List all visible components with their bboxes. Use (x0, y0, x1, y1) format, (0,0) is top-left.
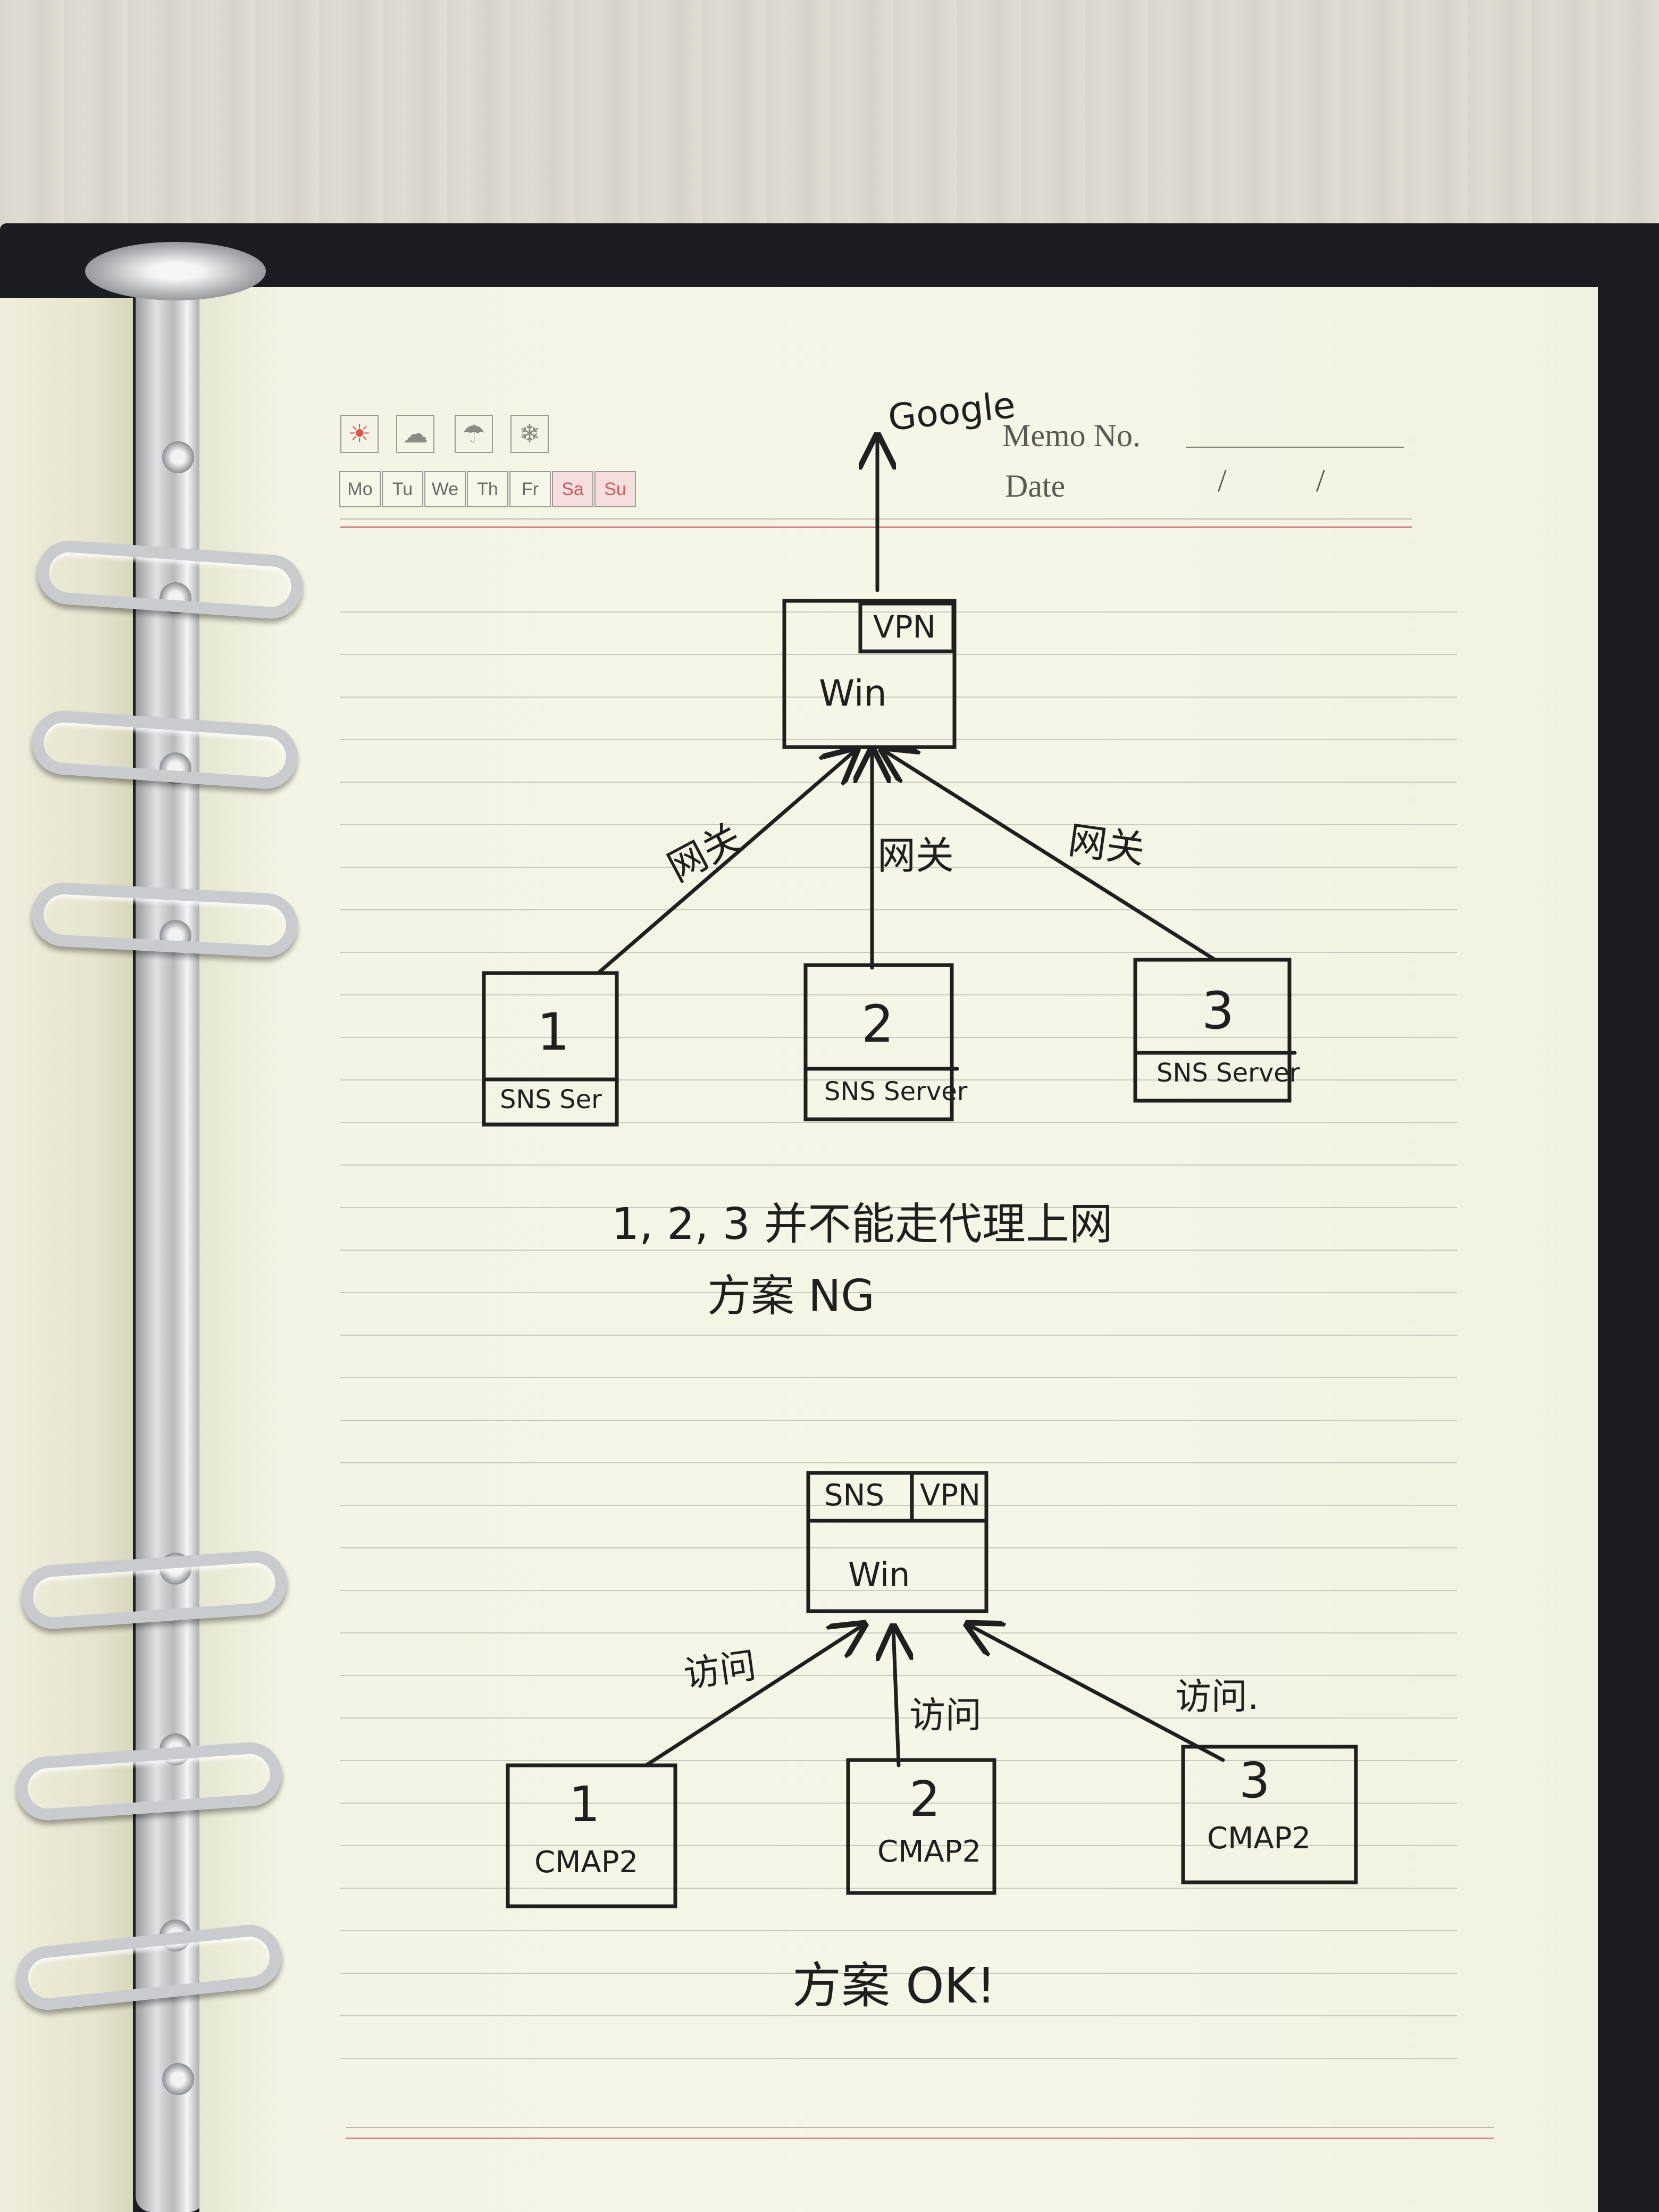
win-host-label-bottom: Win (848, 1555, 910, 1594)
node-3-label: SNS Server (1157, 1058, 1300, 1088)
cmap-box-2 (846, 1758, 996, 1895)
date-label: Date (1005, 468, 1066, 504)
day-of-week-row: Mo Tu We Th Fr Sa Su (339, 471, 637, 507)
sns-tag-label: SNS (824, 1478, 884, 1513)
win-host-label-top: Win (819, 673, 887, 715)
rain-icon: ☂ (455, 415, 493, 453)
node-2-label: SNS Server (824, 1077, 968, 1107)
node-1-number: 1 (537, 1002, 570, 1062)
cmap-box-1 (506, 1763, 677, 1908)
node-box-2 (803, 963, 954, 1121)
node-box-3 (1133, 958, 1292, 1103)
note-line-1: 1, 2, 3 并不能走代理上网 (611, 1199, 1113, 1250)
access-edge-3 (968, 1624, 1225, 1762)
left-page-edge (0, 298, 133, 2212)
memo-label: Memo No. (1002, 418, 1141, 453)
access-edge-1 (644, 1624, 864, 1767)
cmap-box-3 (1181, 1745, 1358, 1884)
access-edge-2 (893, 1627, 899, 1767)
day-fr: Fr (509, 471, 551, 507)
top-ring-post (85, 242, 266, 300)
day-tu: Tu (382, 471, 423, 507)
cmap-3-number: 3 (1239, 1752, 1270, 1809)
footer-red-rule-2 (346, 2127, 1494, 2128)
gateway-label-2: 网关 (877, 833, 954, 878)
vpn-tag-label-bottom: VPN (920, 1478, 981, 1513)
footer-red-rule (346, 2138, 1494, 2139)
cmap-2-label: CMAP2 (877, 1834, 982, 1869)
cloud-icon: ☁ (396, 415, 434, 453)
note-line-2-ng: 方案 NG (707, 1271, 875, 1321)
node-2-number: 2 (861, 994, 894, 1054)
access-label-2: 访问 (909, 1695, 982, 1737)
snow-icon: ❄ (510, 415, 549, 453)
cmap-1-number: 1 (569, 1776, 600, 1833)
node-3-number: 3 (1202, 981, 1235, 1041)
conclusion-ok: 方案 OK! (792, 1957, 996, 2014)
date-separator-1: / (1218, 463, 1227, 498)
vpn-tag-box (858, 601, 956, 653)
day-mo: Mo (339, 471, 381, 507)
win-host-box-bottom (806, 1471, 988, 1613)
day-su: Su (594, 471, 636, 507)
access-label-1: 访问 (681, 1644, 759, 1697)
cmap-3-label: CMAP2 (1207, 1821, 1311, 1856)
edge-1-to-win (596, 750, 856, 975)
day-we: We (424, 471, 466, 507)
cmap-2-number: 2 (909, 1771, 941, 1828)
node-box-1 (482, 971, 619, 1127)
day-sa: Sa (552, 471, 593, 507)
memo-underline (1186, 447, 1404, 448)
gateway-label-3: 网关 (1065, 817, 1148, 873)
node-1-label: SNS Ser (500, 1085, 602, 1115)
date-separator-2: / (1316, 463, 1325, 498)
edge-3-to-win (883, 750, 1217, 962)
day-th: Th (467, 471, 508, 507)
vpn-tag-label: VPN (873, 609, 936, 645)
access-label-3: 访问. (1175, 1676, 1259, 1718)
cmap-1-label: CMAP2 (534, 1845, 639, 1880)
sun-icon: ☀ (340, 415, 379, 453)
